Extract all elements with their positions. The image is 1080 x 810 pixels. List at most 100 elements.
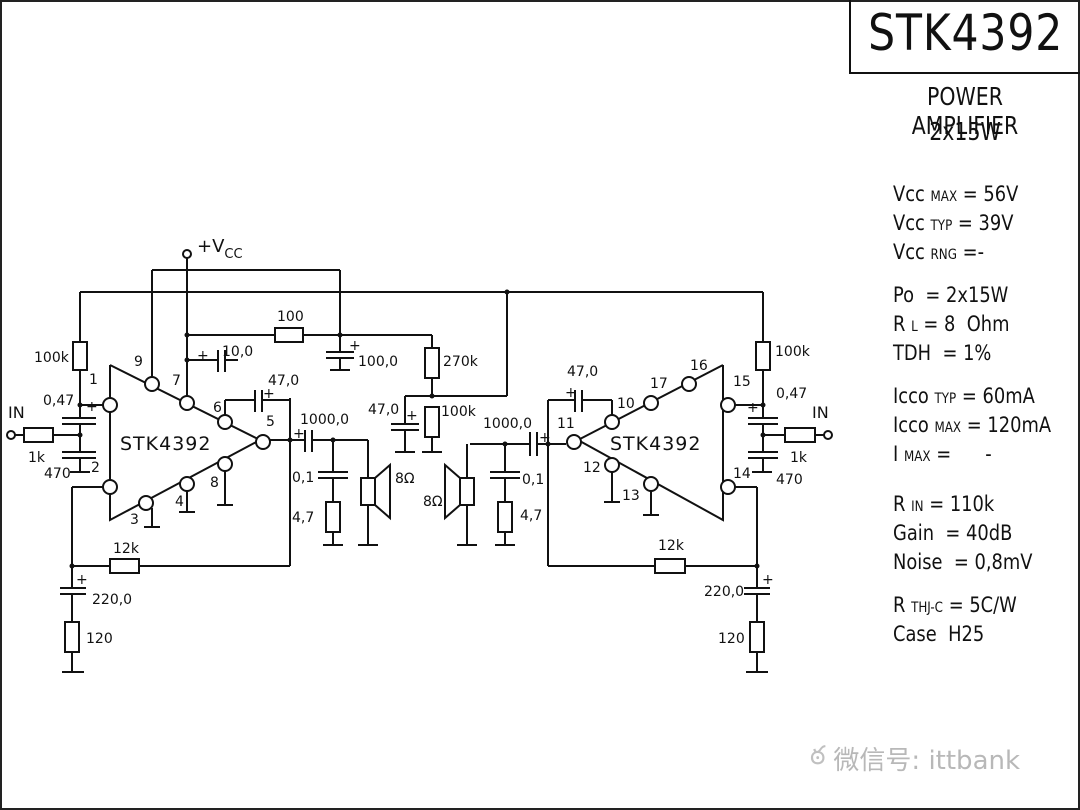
power-rating: 2x15W — [929, 117, 1001, 146]
resistor-12k-right — [654, 558, 686, 574]
pin-13 — [643, 476, 659, 492]
svg-text:15: 15 — [733, 374, 751, 390]
spec-value: = 110k — [929, 492, 995, 516]
label-c-out-left: 1000,0 — [300, 412, 349, 428]
spec-row: Po = 2x15W — [893, 283, 1008, 307]
label-speaker-left: 8Ω — [395, 471, 415, 487]
input-label-right: IN — [812, 403, 829, 422]
svg-text:2: 2 — [91, 460, 100, 476]
spec-row: I MAX = - — [893, 442, 992, 466]
spec-name: R — [893, 593, 906, 617]
chip-pins — [6, 249, 833, 511]
pin-12 — [604, 457, 620, 473]
svg-text:+: + — [86, 399, 98, 415]
resistor-120-right — [749, 621, 765, 653]
resistor-12k-left — [109, 558, 140, 574]
label-c-filter-right: 470 — [776, 472, 803, 488]
label-r-in-left: 1k — [28, 450, 46, 466]
spec-subscript: L — [911, 319, 918, 335]
svg-text:1: 1 — [89, 372, 98, 388]
watermark: ఠ 微信号: ittbank — [810, 740, 1020, 777]
spec-row: Vcc RNG =- — [893, 240, 984, 264]
resistor-1k-right — [784, 427, 816, 443]
spec-row: Icco TYP = 60mA — [893, 384, 1035, 408]
spec-row: Gain = 40dB — [893, 521, 1012, 545]
spec-name: Vcc — [893, 240, 925, 264]
pin-10 — [604, 414, 620, 430]
svg-text:4: 4 — [175, 494, 184, 510]
chip-label-left: STK4392 — [120, 433, 211, 455]
label-speaker-right: 8Ω — [423, 494, 443, 510]
spec-name: Vcc — [893, 182, 925, 206]
spec-subscript: MAX — [903, 449, 931, 465]
pin-1 — [102, 397, 118, 413]
svg-text:8: 8 — [210, 475, 219, 491]
svg-text:+: + — [406, 408, 418, 424]
label-r-feedback-right: 12k — [658, 538, 685, 554]
label-r-divider-bottom: 100k — [441, 404, 477, 420]
speaker-right-coil — [459, 477, 475, 506]
spec-row: Vcc TYP = 39V — [893, 211, 1013, 235]
pin-numbers: 1 2 3 4 5 6 7 8 9 10 11 12 13 14 15 16 1… — [89, 354, 751, 528]
svg-text:+: + — [539, 430, 551, 446]
resistor-4-7-left — [325, 501, 341, 533]
input-terminal-right — [823, 430, 833, 440]
vcc-terminal — [182, 249, 192, 259]
spec-value: =- — [962, 240, 985, 264]
spec-value: = 0,8mV — [953, 550, 1033, 574]
pin-15 — [720, 397, 736, 413]
label-c-zobel-right: 0,1 — [522, 472, 544, 488]
svg-text:+: + — [762, 572, 774, 588]
resistor-1k-left — [23, 427, 54, 443]
spec-value: = 60mA — [961, 384, 1035, 408]
input-terminal-left — [6, 430, 16, 440]
pin-5 — [255, 434, 271, 450]
svg-text:11: 11 — [557, 416, 575, 432]
spec-value: = 40dB — [945, 521, 1013, 545]
svg-text:10: 10 — [617, 396, 635, 412]
pin-8 — [217, 456, 233, 472]
spec-row: Vcc MAX = 56V — [893, 182, 1018, 206]
junction-dots — [69, 289, 766, 569]
label-c-feedback-left: 220,0 — [92, 592, 132, 608]
spec-value: = - — [936, 442, 992, 466]
label-c-out-right: 1000,0 — [483, 416, 532, 432]
pin-4 — [179, 476, 195, 492]
spec-subscript: IN — [911, 499, 924, 515]
spec-subscript: TYP — [930, 218, 953, 234]
pin-11 — [566, 434, 582, 450]
spec-value: = 56V — [962, 182, 1019, 206]
pin-7 — [179, 395, 195, 411]
svg-text:+: + — [747, 400, 759, 416]
spec-value: = 2x15W — [925, 283, 1009, 307]
label-c-pin10: 47,0 — [567, 364, 598, 380]
label-r-in-right: 1k — [790, 450, 808, 466]
spec-name: R — [893, 312, 906, 336]
polarity-marks: ++ ++ ++ ++ ++ + — [76, 338, 774, 588]
spec-name: R — [893, 492, 906, 516]
spec-name: TDH — [893, 341, 932, 365]
spec-name: Po — [893, 283, 915, 307]
svg-text:+: + — [293, 426, 305, 442]
svg-text:13: 13 — [622, 488, 640, 504]
resistor-100k-center — [424, 406, 440, 438]
resistor-100 — [274, 327, 304, 343]
resistors — [23, 327, 816, 653]
spec-row: Noise = 0,8mV — [893, 550, 1033, 574]
chip-label-right: STK4392 — [610, 433, 701, 455]
spec-name: Gain — [893, 521, 935, 545]
spec-value: = 1% — [942, 341, 992, 365]
pin-14 — [720, 479, 736, 495]
spec-name: I — [893, 442, 899, 466]
label-r-feedback-gnd-left: 120 — [86, 631, 113, 647]
label-c-feedback-right: 220,0 — [704, 584, 744, 600]
spec-name: Icco — [893, 384, 929, 408]
spec-row: Case H25 — [893, 622, 984, 646]
resistor-120-left — [64, 621, 80, 653]
spec-subscript: MAX — [934, 420, 962, 436]
label-c-pin6: 47,0 — [268, 373, 299, 389]
label-c-divider: 47,0 — [368, 402, 399, 418]
resistor-100k-right — [755, 341, 771, 371]
spec-value: = 5C/W — [948, 593, 1017, 617]
svg-text:3: 3 — [130, 512, 139, 528]
